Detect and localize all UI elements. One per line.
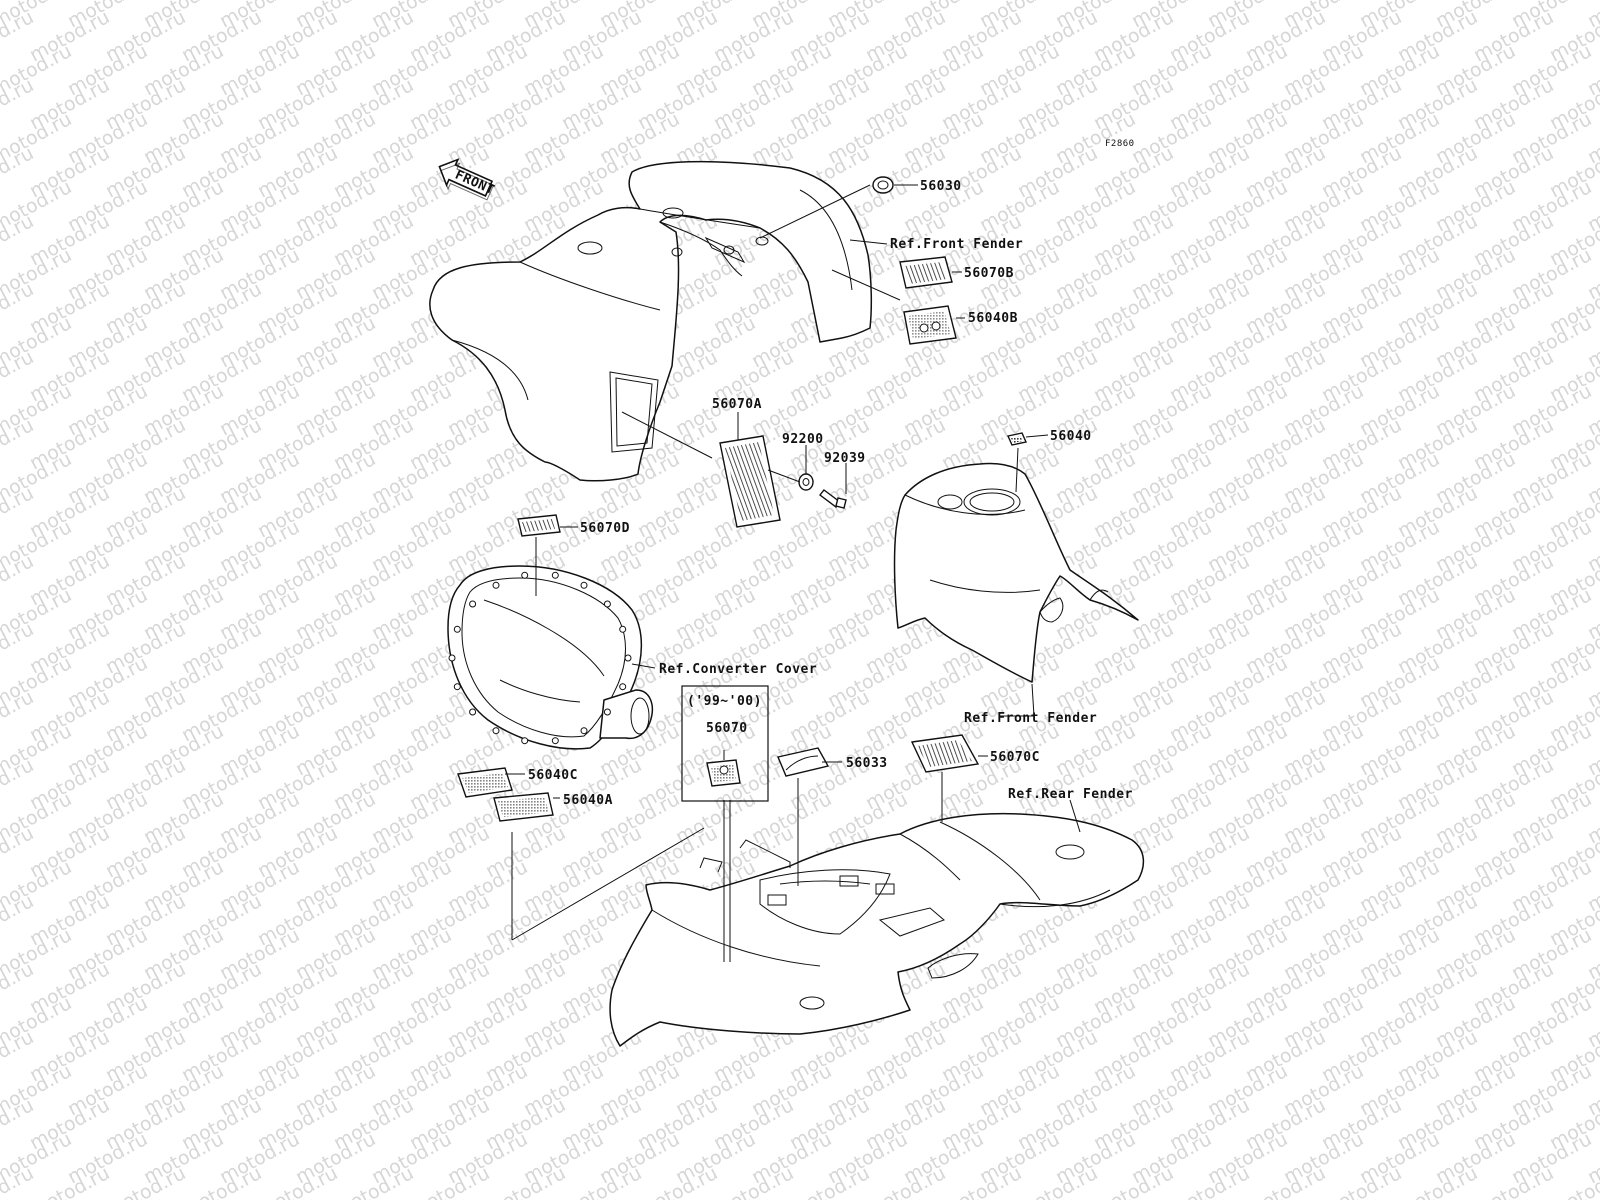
figure-code: F2860: [1105, 139, 1135, 149]
bolt-icon: [619, 683, 627, 691]
bolt-icon: [603, 708, 611, 716]
callout-56070C: 56070C: [990, 750, 1040, 765]
decal-56070B: [899, 256, 953, 289]
bolt-icon: [580, 727, 588, 735]
decal-56040B: [903, 305, 957, 345]
callout-92039: 92039: [824, 451, 866, 466]
callout-years: ('99~'00): [687, 694, 762, 709]
bolt-icon: [551, 737, 559, 745]
decal-56070: [706, 759, 741, 787]
decal-56040: [1007, 432, 1027, 446]
callout-56040A: 56040A: [563, 793, 613, 808]
bolt-icon: [492, 727, 500, 735]
bolt-icon: [624, 654, 632, 662]
callout-ref-front-fender-mid: Ref.Front Fender: [964, 711, 1097, 726]
callout-56070: 56070: [706, 721, 748, 736]
bolt-icon: [603, 600, 611, 608]
bolt-icon: [453, 683, 461, 691]
callout-56070A: 56070A: [712, 397, 762, 412]
bolt-icon: [521, 571, 529, 579]
bolt-icon: [469, 708, 477, 716]
bolt-icon: [492, 581, 500, 589]
bolt-icon: [453, 625, 461, 633]
bolt-icon: [448, 654, 456, 662]
bolt-icon: [580, 581, 588, 589]
callout-56040C: 56040C: [528, 768, 578, 783]
callout-56040: 56040: [1050, 429, 1092, 444]
callout-56033: 56033: [846, 756, 888, 771]
front-fender-mid-illustration: [893, 462, 1139, 683]
callout-56040B: 56040B: [968, 311, 1018, 326]
bolt-icon: [469, 600, 477, 608]
washer-92200: [798, 473, 814, 491]
bolt-icon: [521, 737, 529, 745]
bolt-icon: [551, 571, 559, 579]
callout-56070B: 56070B: [964, 266, 1014, 281]
front-arrow-label: FRONT: [453, 168, 497, 199]
bolt-icon: [619, 625, 627, 633]
decal-56070D: [517, 514, 561, 537]
callout-56030: 56030: [920, 179, 962, 194]
callout-ref-front-fender-top: Ref.Front Fender: [890, 237, 1023, 252]
callout-ref-rear-fender: Ref.Rear Fender: [1008, 787, 1133, 802]
callout-92200: 92200: [782, 432, 824, 447]
callout-56070D: 56070D: [580, 521, 630, 536]
decal-56030: [872, 176, 894, 194]
callout-ref-converter-cover: Ref.Converter Cover: [659, 662, 817, 677]
converter-cover-illustration: [447, 565, 654, 750]
